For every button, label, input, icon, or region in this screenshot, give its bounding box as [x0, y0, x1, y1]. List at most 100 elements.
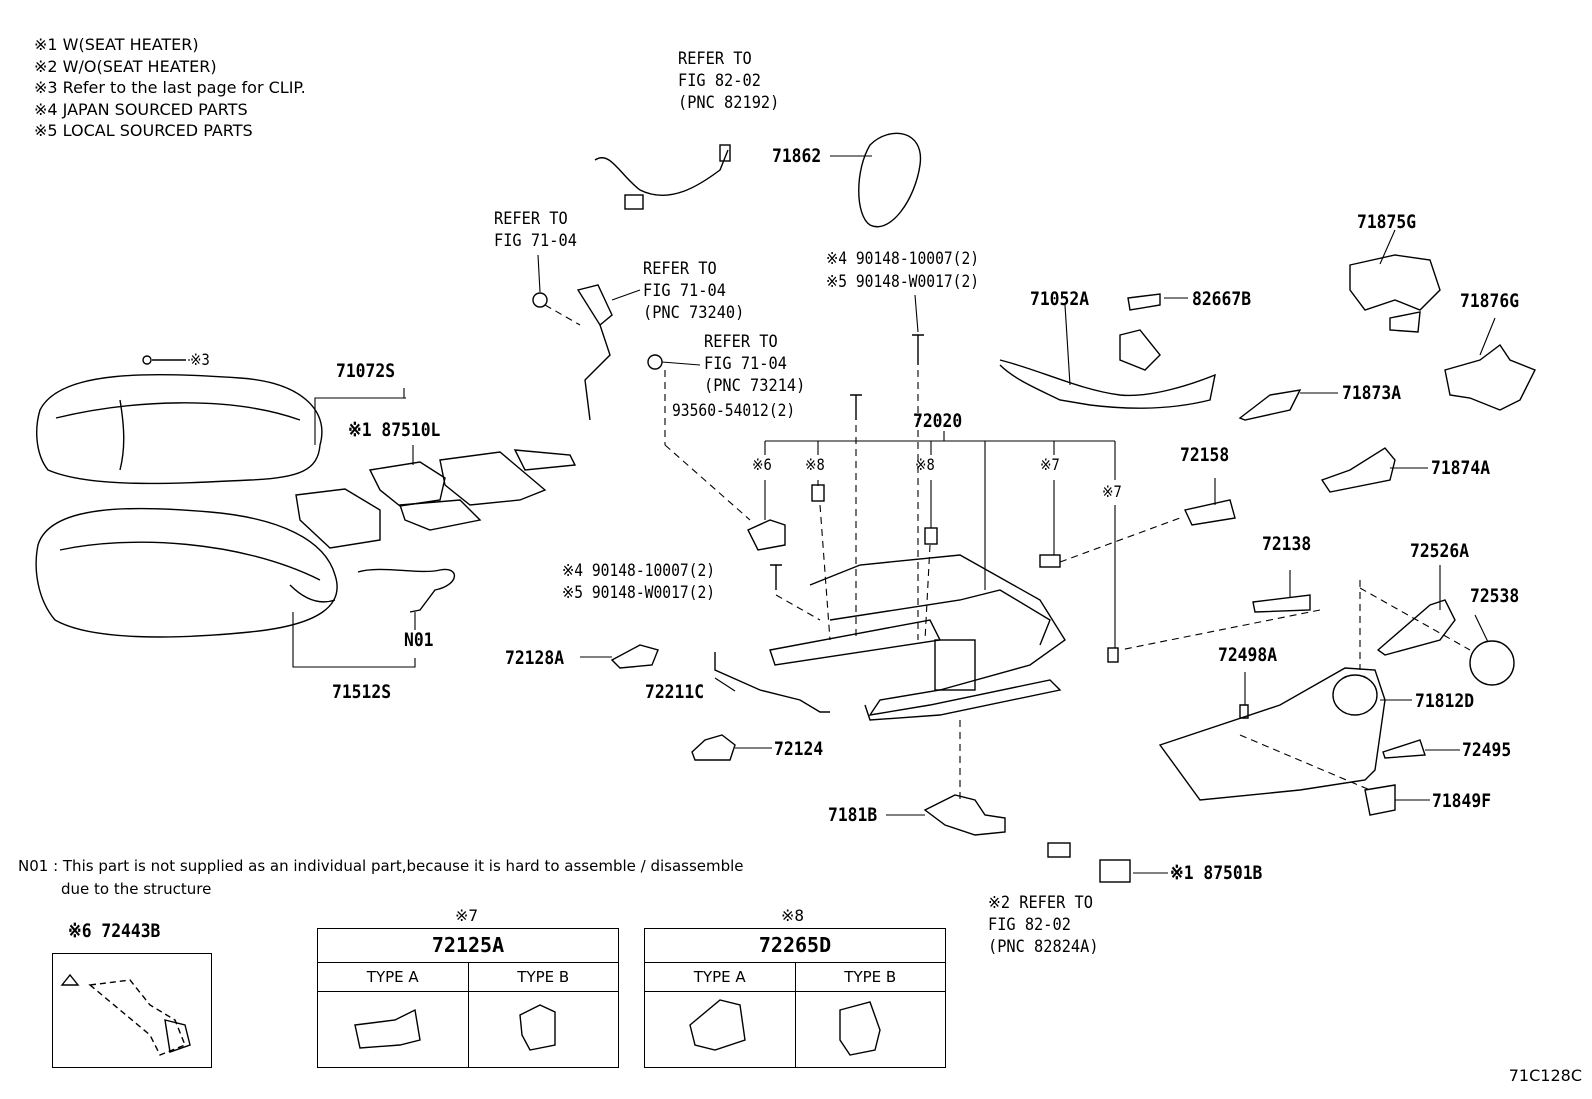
note-1: ※1 W(SEAT HEATER): [34, 35, 199, 54]
ref-82824a: ※2 REFER TO FIG 82-02 (PNC 82824A): [988, 893, 1099, 957]
part-label-87501b: ※1 87501B: [1170, 862, 1263, 884]
frame-71052a-drawing: [999, 359, 1216, 409]
assembly-lines: [544, 304, 1471, 800]
note-ref-8b: ※8: [915, 455, 935, 474]
part-label-71052a: 71052A: [1030, 288, 1090, 310]
box-72265d-type-b-picture: [794, 992, 946, 1068]
part-label-72498a: 72498A: [1218, 644, 1278, 666]
box-72265d-type-a-picture: [645, 992, 795, 1068]
part-label-71512s: 71512S: [332, 681, 392, 703]
part-label-87510l: ※1 87510L: [348, 419, 441, 441]
box-72265d-type-a: TYPE A: [693, 968, 746, 986]
part-label-72495: 72495: [1462, 739, 1512, 761]
seat-track-drawing: [769, 554, 1066, 721]
ref-73240: REFER TO FIG 71-04 (PNC 73240): [643, 259, 745, 323]
part-label-93560: 93560-54012(2): [672, 401, 796, 421]
box-72265d-type-b: TYPE B: [794, 963, 946, 991]
n01-note: N01 : This part is not supplied as an in…: [18, 855, 744, 901]
nut-71-04-drawing: [532, 292, 548, 308]
note-ref-7b: ※7: [1102, 482, 1122, 501]
cover-71876g-drawing: [1444, 343, 1536, 411]
cover-72138-drawing: [1252, 594, 1311, 613]
clip-drawing: [142, 355, 152, 365]
connector-82667b-drawing: [1127, 293, 1161, 311]
box-72265d: 72265D TYPE A TYPE B: [644, 928, 946, 1068]
part-label-72538: 72538: [1470, 585, 1520, 607]
ref-82192: REFER TO FIG 82-02 (PNC 82192): [678, 49, 780, 113]
box-72125a-title: 72125A: [318, 929, 618, 963]
part-7b-drawing: [1107, 647, 1119, 663]
note-4: ※4 JAPAN SOURCED PARTS: [34, 99, 248, 119]
box-72443b-title: ※6 72443B: [68, 920, 161, 942]
nut-73214-drawing: [647, 354, 663, 370]
box-72125a: 72125A TYPE A TYPE B: [317, 928, 619, 1068]
ref-71-04: REFER TO FIG 71-04: [494, 209, 577, 251]
part-label-72128a: 72128A: [505, 647, 565, 669]
bolt-90148-lower-drawing: [770, 564, 782, 590]
part-label-72526a: 72526A: [1410, 540, 1470, 562]
legend-notes: ※1 W(SEAT HEATER) ※2 W/O(SEAT HEATER) ※3…: [34, 34, 306, 142]
wire-72211c-drawing: [714, 652, 830, 713]
part-label-90148-lower-local: ※5 90148-W0017(2): [562, 583, 716, 603]
part-label-90148-upper-jp: ※4 90148-10007(2): [826, 249, 980, 269]
part-label-7181b: 7181B: [828, 804, 878, 826]
box-72265d-title: 72265D: [645, 929, 945, 963]
part-label-72138: 72138: [1262, 533, 1312, 555]
seat-cushion-cover-drawing: [36, 374, 323, 485]
seat-heater-drawing: [295, 449, 577, 549]
knob-72526a-drawing: [1376, 599, 1456, 656]
part-label-90148-lower-jp: ※4 90148-10007(2): [562, 561, 716, 581]
box-72125a-type-b-picture: [467, 992, 619, 1068]
box-72125a-mark: ※7: [455, 906, 479, 925]
cover-72158-drawing: [1183, 499, 1236, 526]
bracket-7181b-drawing: [923, 794, 1006, 836]
part-label-82667b: 82667B: [1192, 288, 1252, 310]
part-label-72158: 72158: [1180, 444, 1230, 466]
note-ref-6: ※6: [752, 455, 772, 474]
part-label-72020: 72020: [913, 410, 963, 432]
box-sketches: [60, 973, 881, 1056]
box-72125a-type-a: TYPE A: [366, 968, 419, 986]
module-87501b-drawing: [1099, 859, 1131, 883]
part-label-71874a: 71874A: [1431, 457, 1491, 479]
note-ref-3: ※3: [190, 350, 210, 369]
part-label-71812d: 71812D: [1415, 690, 1475, 712]
part-8a-drawing: [811, 484, 825, 502]
part-label-71873a: 71873A: [1342, 382, 1402, 404]
part-label-72124: 72124: [774, 738, 824, 760]
note-5: ※5 LOCAL SOURCED PARTS: [34, 121, 253, 140]
leader-lines: [188, 155, 1496, 874]
part-8b-drawing: [924, 527, 938, 545]
cover-71875g-drawing: [1349, 254, 1441, 311]
ref-73214: REFER TO FIG 71-04 (PNC 73214): [704, 332, 806, 396]
part-label-72211c: 72211C: [645, 681, 705, 703]
note-ref-8a: ※8: [805, 455, 825, 474]
part-label-71849f: 71849F: [1432, 790, 1492, 812]
side-shield-71812d-drawing: [1158, 667, 1386, 801]
buckle-73240-drawing: [576, 284, 613, 421]
cover-71874a-drawing: [1320, 447, 1396, 493]
part-label-90148-upper-local: ※5 90148-W0017(2): [826, 272, 980, 292]
n01-harness-drawing: [357, 568, 456, 613]
cover-72124-drawing: [691, 734, 736, 761]
part-label-71875g: 71875G: [1357, 211, 1417, 233]
note-ref-7a: ※7: [1040, 455, 1060, 474]
n01-note-line2: due to the structure: [61, 880, 212, 898]
connector-82824a-drawing: [1047, 842, 1071, 858]
box-72443b: [52, 953, 212, 1068]
cover-72128a-drawing: [610, 644, 659, 669]
box-72265d-mark: ※8: [781, 906, 805, 925]
box-72125a-type-b: TYPE B: [467, 963, 619, 991]
part-7a-drawing: [1039, 554, 1061, 568]
figure-code: 71C128C: [1508, 1066, 1582, 1085]
part-label-71072s: 71072S: [336, 360, 396, 382]
part-6-drawing: [747, 519, 786, 551]
cover-72495-drawing: [1382, 739, 1426, 759]
part-label-n01: N01: [404, 629, 434, 651]
harness-82192-drawing: [594, 149, 729, 196]
note-3: ※3 Refer to the last page for CLIP.: [34, 78, 306, 97]
cap-72538-drawing: [1469, 640, 1515, 686]
headrest-cover-drawing: [858, 132, 922, 228]
part-label-71862: 71862: [772, 145, 822, 167]
